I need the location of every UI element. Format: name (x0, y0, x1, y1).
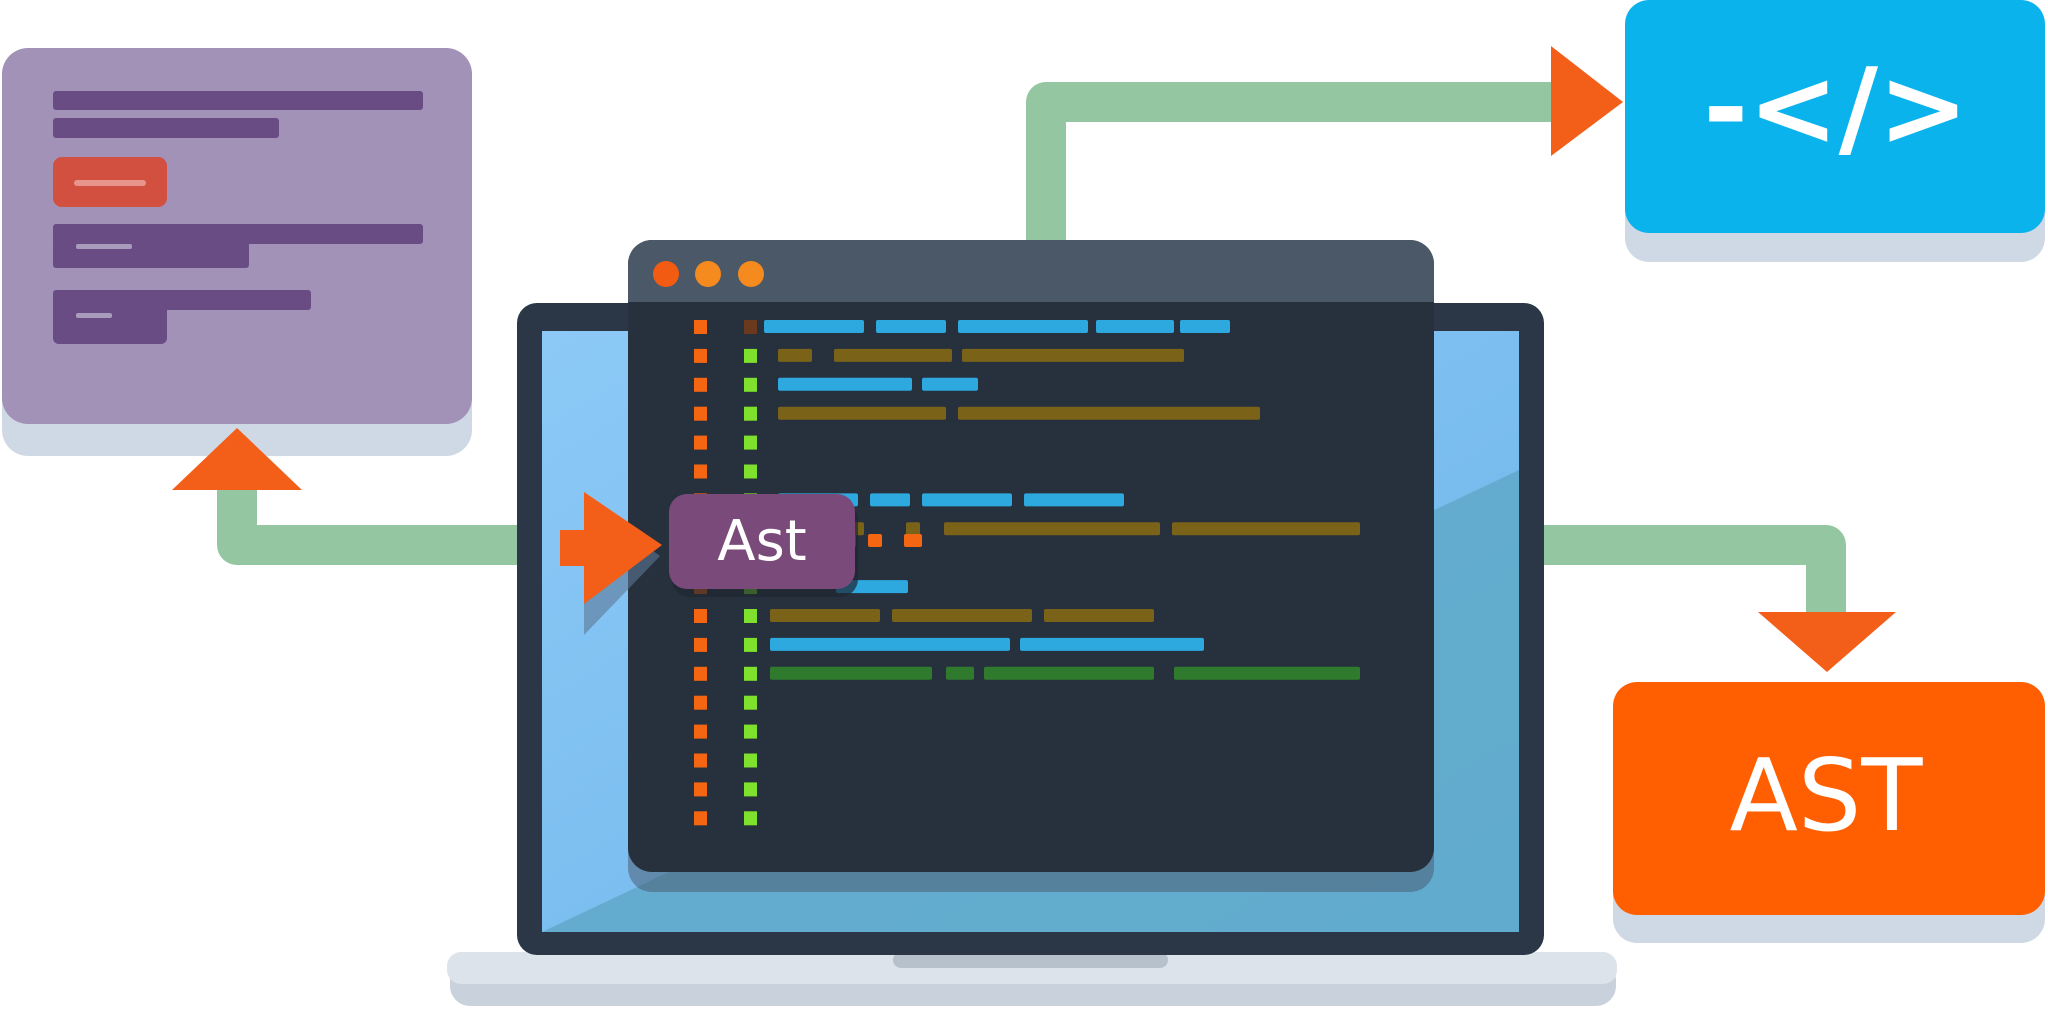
gutter-marker-right (744, 782, 757, 797)
gutter-marker-right (744, 320, 757, 334)
gutter-marker-left (694, 666, 707, 681)
source-panel (2, 48, 472, 456)
source-line-2 (53, 118, 279, 138)
arrow-into-editor (584, 492, 662, 604)
window-dot-icon (695, 261, 721, 287)
code-token (1174, 666, 1360, 680)
gutter-marker-right (744, 724, 757, 739)
code-token (892, 609, 1032, 622)
gutter-marker-right (744, 348, 757, 363)
ast-badge-label: Ast (717, 509, 806, 574)
code-token (876, 320, 946, 333)
gutter-marker-right (744, 377, 757, 392)
gutter-marker-left (694, 320, 707, 334)
connector-lines (217, 82, 1846, 620)
window-dot-icon (653, 261, 679, 287)
code-token (962, 348, 1184, 362)
code-token (984, 666, 1154, 680)
code-token-highlight (904, 534, 922, 547)
connector-to-ast-panel (1540, 525, 1846, 620)
code-token (1024, 493, 1124, 507)
source-line-1 (53, 91, 423, 110)
source-line-3 (53, 224, 423, 244)
gutter-marker-left (694, 724, 707, 739)
code-token (764, 320, 864, 333)
arrow-up-to-source (172, 428, 302, 490)
code-token (770, 637, 1010, 651)
gutter-marker-left (694, 435, 707, 450)
code-tag-icon: -</> (1703, 46, 1968, 171)
connector-to-code-panel (1026, 82, 1570, 245)
gutter-marker-right (744, 464, 757, 479)
ast-output-label: AST (1730, 737, 1924, 854)
source-line-4-mark (76, 313, 112, 318)
arrow-right-to-code-panel (1551, 46, 1623, 156)
gutter-marker-right (744, 435, 757, 450)
gutter-marker-left (694, 753, 707, 768)
gutter-marker-right (744, 609, 757, 623)
gutter-marker-right (744, 637, 757, 652)
arrow-down-to-ast-panel (1758, 612, 1896, 672)
gutter-marker-right (744, 753, 757, 768)
editor-titlebar (628, 240, 1434, 302)
ast-badge: Ast (669, 494, 858, 597)
laptop-hinge-notch (893, 952, 1168, 968)
source-line-3-mark (76, 244, 132, 249)
code-token (778, 348, 812, 362)
code-token (778, 377, 912, 391)
code-token (1172, 522, 1360, 536)
code-token (778, 406, 946, 420)
code-editor-window (628, 240, 1434, 892)
code-token (1044, 609, 1154, 622)
code-token (944, 522, 1160, 536)
gutter-marker-left (694, 811, 707, 826)
code-token (770, 666, 932, 680)
code-panel: -</> (1625, 0, 2045, 262)
code-token (1180, 320, 1230, 333)
gutter-marker-left (694, 377, 707, 392)
code-panel-card (1625, 0, 2045, 233)
gutter-marker-left (694, 637, 707, 652)
gutter-marker-right (744, 811, 757, 826)
gutter-marker-right (744, 695, 757, 710)
window-dot-icon (738, 261, 764, 287)
source-line-4b (53, 300, 167, 344)
code-token (770, 609, 880, 622)
gutter-marker-left (694, 695, 707, 710)
code-token (1096, 320, 1174, 333)
code-token (922, 493, 1012, 507)
ast-output-panel: AST (1613, 682, 2045, 943)
code-token-highlight (868, 534, 882, 547)
ast-badge-box (669, 494, 855, 589)
code-token (906, 522, 920, 536)
code-token (946, 666, 974, 680)
code-token (958, 320, 1088, 333)
code-token (922, 377, 978, 391)
gutter-marker-right (744, 406, 757, 421)
gutter-marker-left (694, 464, 707, 479)
gutter-marker-right (744, 666, 757, 681)
gutter-marker-left (694, 609, 707, 623)
ast-panel-card (1613, 682, 2045, 915)
source-button-text-bar (74, 180, 146, 186)
gutter-marker-left (694, 348, 707, 363)
code-token (834, 348, 952, 362)
gutter-marker-left (694, 782, 707, 797)
gutter-marker-left (694, 406, 707, 421)
code-token (958, 406, 1260, 420)
editor-body (628, 240, 1434, 872)
connector-source-to-editor (217, 488, 590, 565)
code-token (1020, 637, 1204, 651)
code-token (870, 493, 910, 507)
